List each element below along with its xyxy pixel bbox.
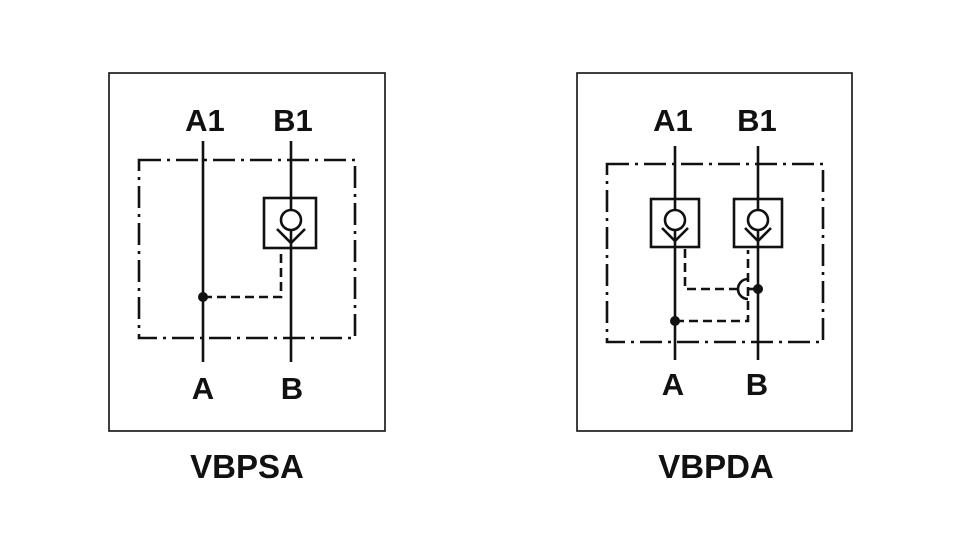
vbpda-outer-frame (576, 72, 853, 432)
vbpsa-valve-envelope (137, 158, 357, 340)
vbpsa-check-valve-ball (279, 208, 303, 232)
vbpda-check-valve-a-ball (663, 208, 687, 232)
diagram-vbpsa: A1 B1 A B VBPSA (108, 72, 386, 485)
vbpsa-port-a-label: A (192, 371, 214, 406)
vbpsa-title: VBPSA (190, 448, 304, 485)
vbpda-pilot-line-to-a (683, 249, 738, 291)
vbpda-check-valve-a-seat (661, 227, 689, 243)
vbpda-junction-dot-a (670, 316, 680, 326)
vbpda-check-valve-a (649, 197, 701, 249)
vbpsa-outer-frame (108, 72, 386, 432)
vbpda-pilot-line-to-b (675, 250, 750, 323)
vbpsa-check-valve (262, 196, 318, 250)
vbpda-port-a1-label: A1 (653, 103, 693, 138)
vbpda-check-valve-b-ball (746, 208, 770, 232)
vbpsa-check-valve-seat (276, 228, 306, 245)
vbpda-pilot-crossover-arc (736, 277, 749, 301)
vbpsa-pilot-line (203, 250, 283, 299)
vbpsa-port-a1-label: A1 (185, 103, 225, 138)
vbpda-check-valve-b (732, 197, 784, 249)
vbpda-title: VBPDA (658, 448, 774, 485)
vbpda-port-b-label: B (746, 367, 768, 402)
vbpda-valve-envelope (605, 162, 825, 344)
vbpda-check-valve-b-seat (744, 227, 772, 243)
diagram-vbpda: A1 B1 A B VBPDA (576, 72, 853, 485)
vbpsa-junction-dot (198, 292, 208, 302)
vbpsa-port-b1-label: B1 (273, 103, 313, 138)
vbpsa-port-b-label: B (281, 371, 303, 406)
vbpda-junction-dot-b (753, 284, 763, 294)
vbpda-port-a-label: A (662, 367, 684, 402)
vbpda-port-b1-label: B1 (737, 103, 777, 138)
